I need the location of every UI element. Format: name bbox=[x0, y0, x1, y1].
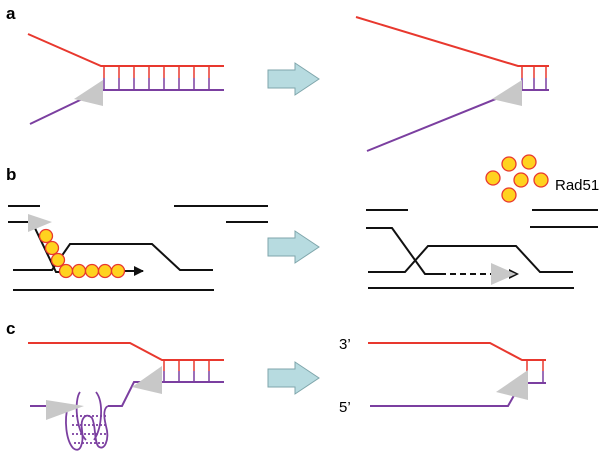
rad51-protein-icon bbox=[50, 252, 66, 268]
polymerase-icon bbox=[28, 214, 52, 232]
rad51-protein-icon bbox=[84, 263, 100, 279]
rad51-protein-icon bbox=[58, 263, 74, 279]
rad51-protein-icon bbox=[501, 187, 517, 203]
top-strand bbox=[355, 16, 549, 67]
polymerase-icon bbox=[46, 400, 84, 420]
fork-after bbox=[355, 16, 549, 152]
rad51-protein-icon bbox=[71, 263, 87, 279]
base-pair-ticks bbox=[526, 360, 544, 383]
panel-a: a bbox=[6, 4, 549, 152]
rad51-protein-icon bbox=[533, 172, 549, 188]
quadruplex-before bbox=[28, 342, 224, 451]
fork-before bbox=[27, 33, 224, 125]
panel-b-label: b bbox=[6, 165, 16, 184]
panel-a-label: a bbox=[6, 4, 16, 23]
d-loop-before bbox=[8, 205, 268, 291]
polymerase-icon bbox=[132, 366, 162, 394]
transition-arrow-icon bbox=[267, 230, 320, 264]
base-pair-ticks bbox=[163, 360, 210, 382]
rad51-filament bbox=[38, 228, 126, 279]
d-loop-after bbox=[366, 209, 598, 289]
rad51-protein-icon bbox=[97, 263, 113, 279]
panel-b: b bbox=[6, 154, 599, 291]
rad51-protein-icon bbox=[38, 228, 54, 244]
quadruplex-after bbox=[368, 342, 546, 407]
rad51-protein-icon bbox=[44, 240, 60, 256]
base-pair-ticks bbox=[103, 66, 210, 90]
polymerase-icon bbox=[74, 80, 103, 106]
rad51-protein-icon bbox=[110, 263, 126, 279]
rad51-protein-icon bbox=[521, 154, 537, 170]
top-strand bbox=[368, 342, 546, 361]
three-prime-label: 3’ bbox=[339, 336, 351, 353]
polymerase-icon bbox=[492, 80, 522, 106]
transition-arrow-icon bbox=[267, 62, 320, 96]
transition-arrow-icon bbox=[267, 361, 320, 395]
polymerase-icon bbox=[491, 263, 516, 285]
rad51-label: Rad51 bbox=[555, 177, 599, 194]
top-strand bbox=[27, 33, 224, 67]
five-prime-label: 5’ bbox=[339, 399, 351, 416]
panel-c-label: c bbox=[6, 319, 15, 338]
bottom-strand bbox=[108, 381, 224, 407]
base-pair-ticks bbox=[521, 66, 547, 90]
g-quadruplex-icon bbox=[65, 391, 109, 451]
bottom-strand bbox=[29, 89, 224, 125]
rad51-protein-icon bbox=[513, 172, 529, 188]
polymerase-icon bbox=[496, 370, 528, 400]
rad51-protein-icon bbox=[485, 170, 501, 186]
rad51-protein-icon bbox=[501, 156, 517, 172]
top-strand bbox=[28, 342, 224, 361]
rad51-cluster bbox=[485, 154, 549, 203]
panel-c: c 3’ 5’ bbox=[6, 319, 546, 451]
